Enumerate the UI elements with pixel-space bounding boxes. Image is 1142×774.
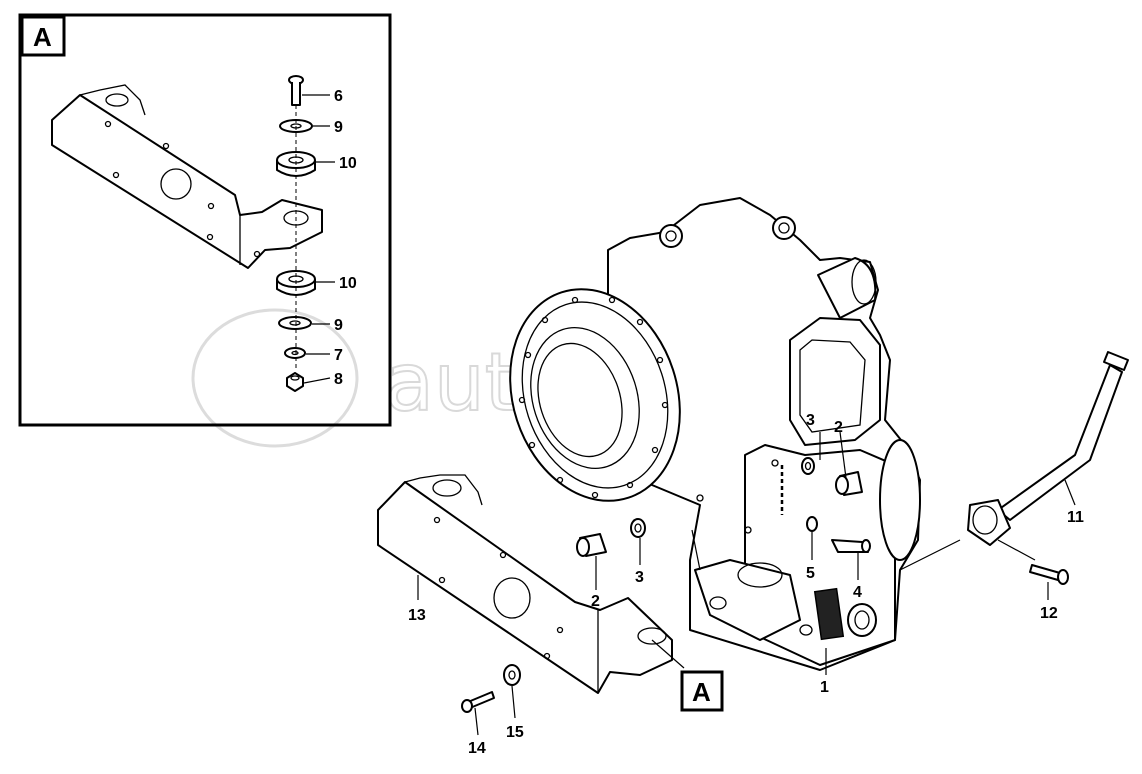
label-10-top: 10	[339, 155, 357, 172]
detail-leaders	[302, 94, 335, 384]
nut-8	[286, 372, 304, 392]
sensor-4	[831, 539, 871, 553]
dipstick-tube-11	[967, 351, 1129, 546]
label-1: 1	[820, 679, 829, 696]
bolt-12	[1029, 564, 1069, 585]
label-15: 15	[506, 724, 524, 741]
callout-a: A	[680, 670, 724, 712]
bell-housing-bolts	[518, 296, 669, 499]
label-9-top: 9	[334, 119, 343, 136]
label-3-left: 3	[635, 569, 644, 586]
washer-3-right	[801, 457, 815, 475]
label-4: 4	[853, 584, 862, 601]
bracket-13	[377, 474, 673, 694]
label-3-right: 3	[806, 412, 815, 429]
label-5: 5	[806, 565, 815, 582]
callout-tag: A	[692, 677, 711, 707]
washer-3-left	[630, 518, 646, 538]
main-leaders	[417, 431, 1076, 736]
label-12: 12	[1040, 605, 1058, 622]
plug-2-left	[576, 533, 607, 557]
label-9-bottom: 9	[334, 317, 343, 334]
label-11: 11	[1067, 509, 1084, 526]
label-10-bottom: 10	[339, 275, 357, 292]
label-7: 7	[334, 347, 343, 364]
washer-15	[503, 664, 521, 686]
label-13: 13	[408, 607, 426, 624]
label-2-right: 2	[834, 419, 843, 436]
plug-2-right	[835, 471, 863, 496]
label-14: 14	[468, 740, 486, 757]
washer-5	[806, 516, 818, 532]
label-6: 6	[334, 88, 343, 105]
bracket-detail	[51, 84, 323, 269]
label-2-left: 2	[591, 593, 600, 610]
detail-view-a: A	[18, 13, 392, 427]
lifting-eye-left	[659, 224, 683, 248]
washer-9-bottom	[278, 316, 312, 330]
washer-7	[284, 347, 306, 359]
data-plate	[813, 587, 845, 641]
label-8: 8	[334, 371, 343, 388]
bolt-14	[461, 691, 495, 713]
bolt-6	[288, 75, 304, 106]
lifting-eye-right	[772, 216, 796, 240]
detail-view-tag: A	[33, 22, 52, 52]
